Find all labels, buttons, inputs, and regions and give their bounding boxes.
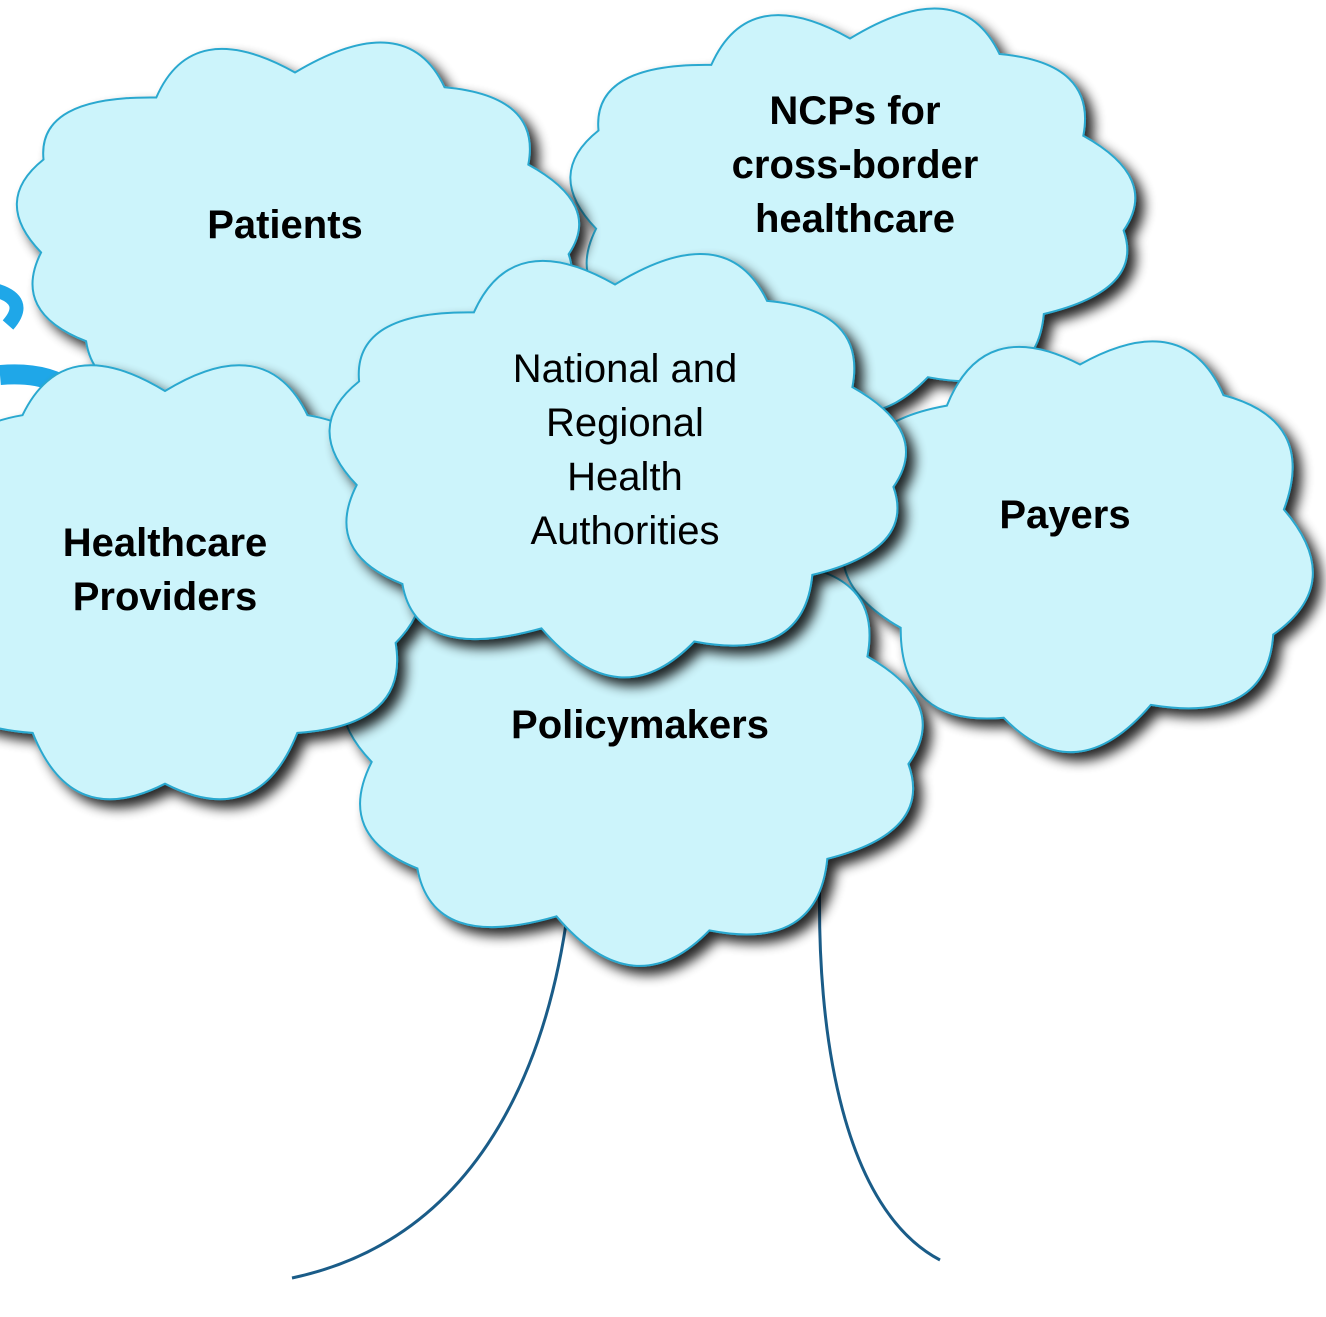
cloud-label-ncps: NCPs for cross-border healthcare xyxy=(731,89,979,241)
cloud-label-healthcare-providers: Healthcare Providers xyxy=(62,521,268,619)
cloud-payers xyxy=(842,340,1314,753)
left-accent-arc-top xyxy=(0,284,24,330)
cloud-label-patients: Patients xyxy=(207,203,363,247)
cloud-authorities xyxy=(328,253,907,679)
trunk-left-line xyxy=(291,909,570,1280)
cloud-label-payers: Payers xyxy=(999,493,1131,537)
cloud-label-health-authorities: National and Regional Health Authorities xyxy=(512,347,738,553)
cloud-label-policymakers: Policymakers xyxy=(511,703,769,747)
trunk-right-line xyxy=(818,867,941,1262)
